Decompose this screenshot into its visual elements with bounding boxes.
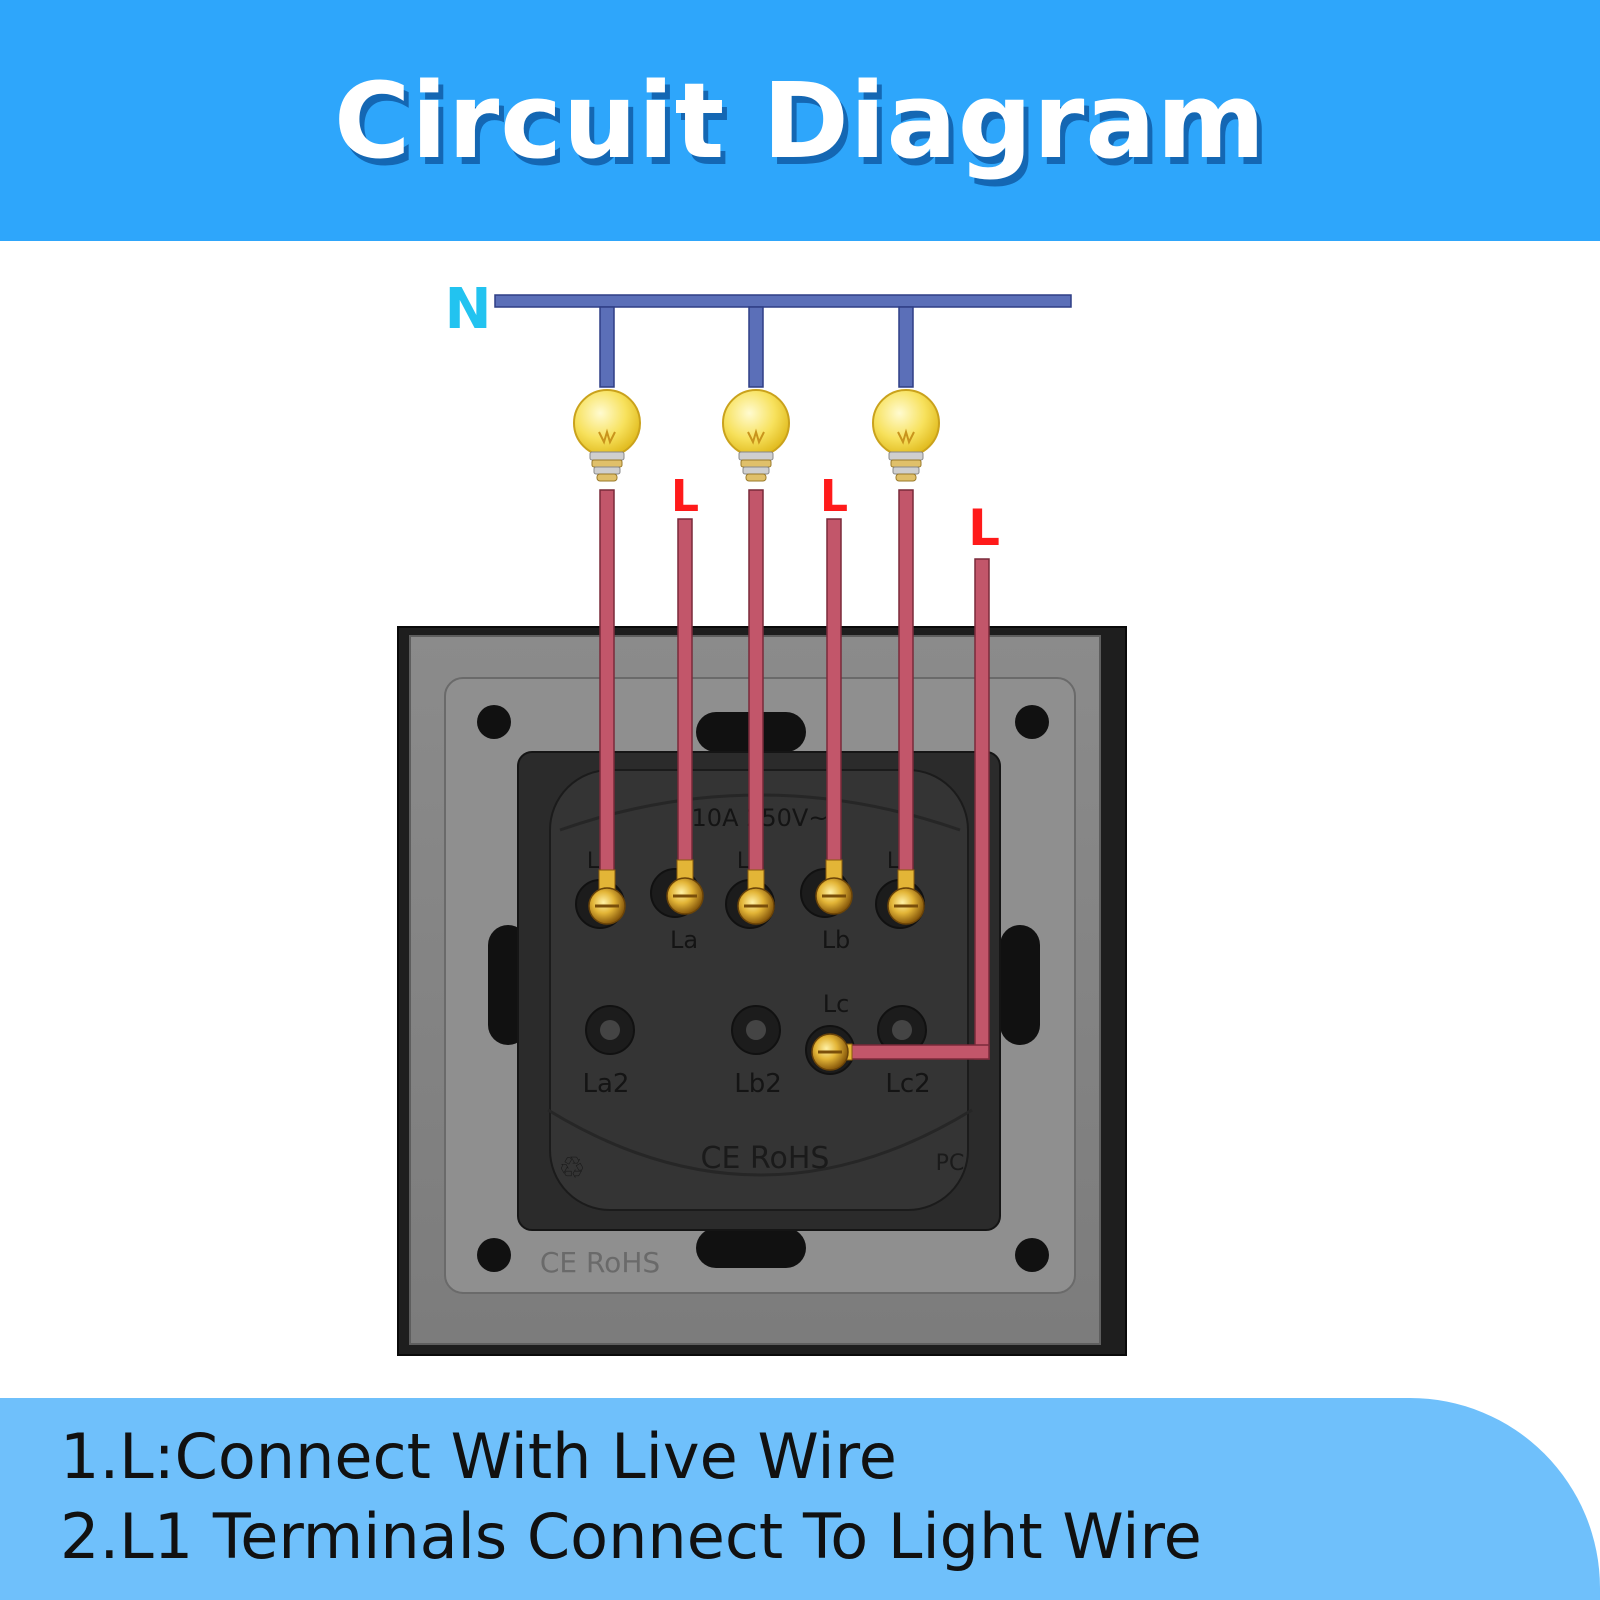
neutral-label: N [445,277,492,342]
module-mark: CE RoHS [701,1141,830,1176]
footer-bar [0,1398,1600,1600]
light-wire-1 [599,489,615,881]
terminal-screws [588,859,925,1071]
light-bulb-icon [573,389,641,482]
neutral-drop-3 [898,306,914,388]
terminal-label-lc: Lc [823,990,850,1018]
pc-mark: PC [936,1151,965,1176]
mount-hole [477,1238,511,1272]
terminal-label-lb: Lb [822,926,851,954]
page-title: Circuit Diagram [334,59,1266,182]
light-bulb-icon [872,389,940,482]
light-bulb-icon [722,389,790,482]
live-wire-3 [974,558,990,1060]
mount-hole [1015,1238,1049,1272]
neutral-drop-1 [599,306,615,388]
header-bar [0,0,1600,241]
neutral-drop-2 [748,306,764,388]
neutral-bus [494,294,1072,388]
terminal-label-lb2: Lb2 [734,1069,782,1099]
live-wire-2 [826,518,842,870]
live-wire-1 [677,518,693,870]
live-label: L [671,471,699,522]
terminal-label-la2: La2 [583,1069,630,1099]
recycle-icon: ♲ [559,1151,586,1186]
circuit-diagram: N CE RoHS [397,277,1127,1356]
light-wire-2 [748,489,764,881]
live-wire-3-bend [847,1044,990,1060]
instruction-line-2: 2.L1 Terminals Connect To Light Wire [60,1500,1202,1573]
mount-hole [477,705,511,739]
mount-hole [1015,705,1049,739]
instruction-line-1: 1.L:Connect With Live Wire [60,1420,897,1493]
plate-mark: CE RoHS [540,1246,660,1279]
live-label: L [820,471,848,522]
terminal-label-la: La [670,926,698,954]
live-label: L [968,499,1000,557]
light-wire-3 [898,489,914,881]
terminal-label-lc2: Lc2 [885,1069,930,1099]
